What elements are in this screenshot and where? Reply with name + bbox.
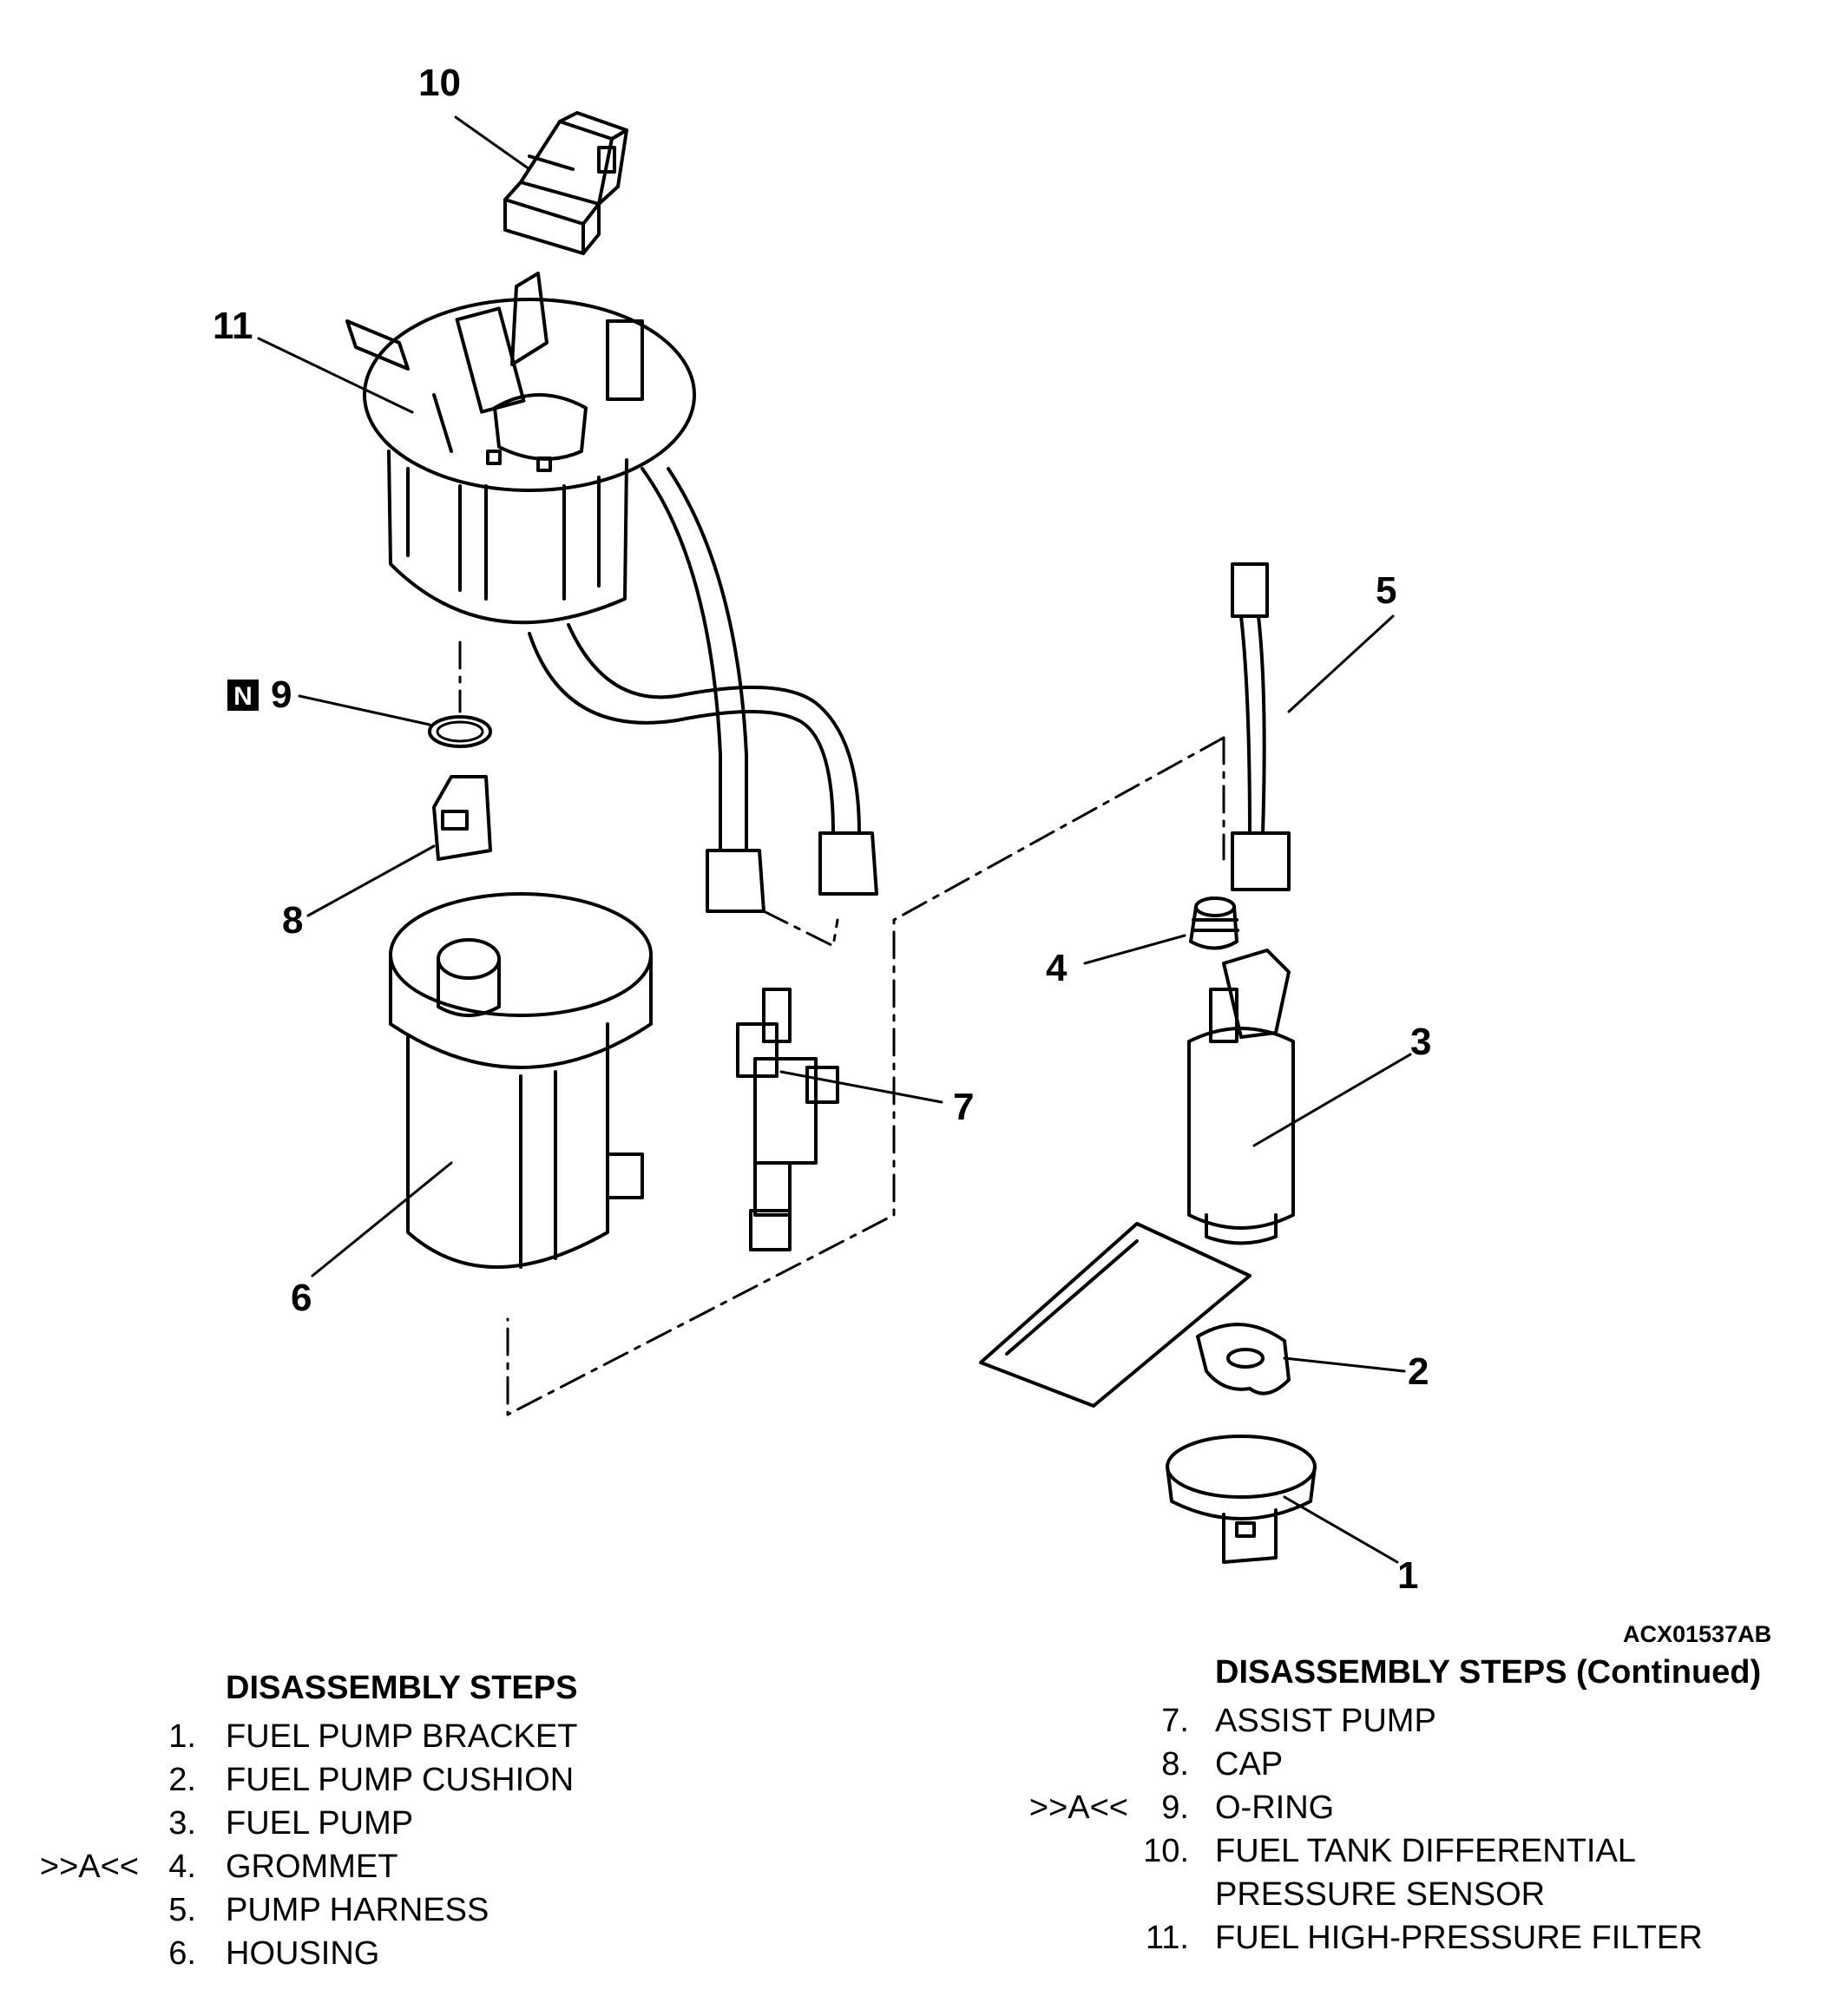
list-item: 3.FUEL PUMP xyxy=(168,1805,414,1842)
new-part-badge xyxy=(227,680,259,711)
list-item: 2.FUEL PUMP CUSHION xyxy=(168,1762,575,1798)
callout-8: 8 xyxy=(282,899,303,942)
o-ring-part-9 xyxy=(428,715,492,748)
exploded-parts-diagram: 10 11 N 9 8 6 7 4 5 3 2 1 xyxy=(213,62,1431,1597)
pressure-sensor-part-10 xyxy=(503,111,628,255)
grommet-part-4 xyxy=(1189,896,1239,950)
left-list-heading: DISASSEMBLY STEPS xyxy=(226,1670,578,1706)
cap-part-8 xyxy=(432,775,492,861)
fuel-pump-bracket-part-1 xyxy=(1166,1435,1317,1564)
callout-7: 7 xyxy=(953,1086,974,1128)
callout-1: 1 xyxy=(1397,1554,1418,1597)
list-item: 6.HOUSING xyxy=(168,1935,380,1972)
callout-5: 5 xyxy=(1376,569,1396,612)
fuel-pump-cushion-part-2 xyxy=(1196,1323,1291,1395)
service-point-mark: >>A<< xyxy=(1028,1789,1128,1826)
new-part-badge-label: N xyxy=(233,682,253,711)
disassembly-steps-right: DISASSEMBLY STEPS (Continued) 7.ASSIST P… xyxy=(1015,1651,1823,1960)
housing-part-6 xyxy=(389,892,653,1269)
list-item: >>A<<4.GROMMET xyxy=(35,1845,694,1888)
list-item: >>A<<9.O-RING xyxy=(1015,1786,1823,1829)
assembly-lines xyxy=(458,640,1225,1416)
callout-10: 10 xyxy=(418,62,461,104)
assist-pump-part-7 xyxy=(736,988,839,1251)
fuel-hoses xyxy=(528,467,878,913)
list-item: 5.PUMP HARNESS xyxy=(168,1892,489,1928)
high-pressure-filter-part-11 xyxy=(345,272,696,625)
pump-harness-part-5 xyxy=(1231,562,1291,891)
leader-lines xyxy=(257,115,1412,1564)
callout-11: 11 xyxy=(213,305,253,347)
list-item: 11.FUEL HIGH-PRESSURE FILTER xyxy=(1145,1920,1703,1956)
callout-3: 3 xyxy=(1410,1021,1431,1063)
callout-4: 4 xyxy=(1046,947,1068,989)
fuel-pump-part-3 xyxy=(979,949,1295,1408)
list-item: 8.CAP xyxy=(1161,1746,1284,1783)
figure-id: ACX01537AB xyxy=(1623,1621,1772,1647)
callout-6: 6 xyxy=(291,1277,312,1319)
callout-9: 9 xyxy=(271,673,292,716)
service-point-mark: >>A<< xyxy=(39,1849,139,1885)
list-item: 7.ASSIST PUMP xyxy=(1161,1703,1436,1739)
disassembly-steps-left: DISASSEMBLY STEPS 1.FUEL PUMP BRACKET 2.… xyxy=(35,1666,694,1975)
right-list-heading: DISASSEMBLY STEPS (Continued) xyxy=(1215,1654,1762,1691)
list-item: 1.FUEL PUMP BRACKET xyxy=(168,1718,578,1755)
callout-2: 2 xyxy=(1408,1350,1429,1393)
